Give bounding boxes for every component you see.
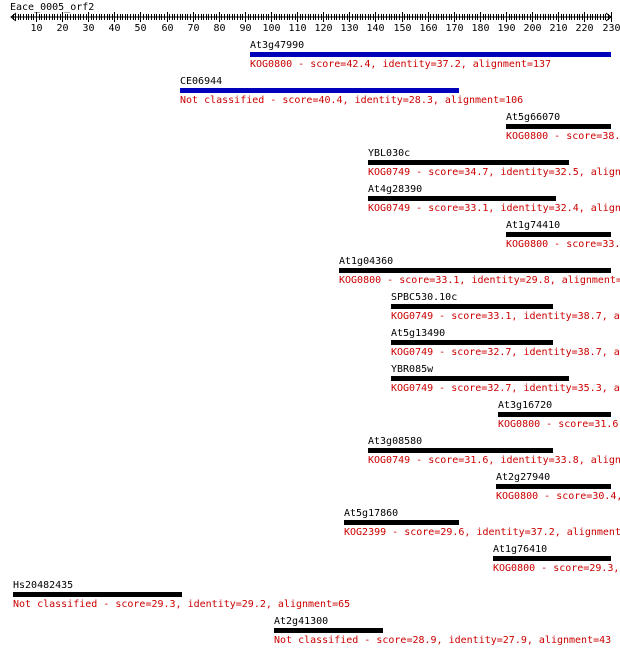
hit-description: KOG0800 - score=42.4, identity=37.2, ali… xyxy=(250,59,552,70)
hit-alignment-bar[interactable] xyxy=(506,124,611,129)
hit-alignment-bar[interactable] xyxy=(391,376,569,381)
hit-alignment-bar[interactable] xyxy=(180,88,459,93)
ruler-tick-label: 60 xyxy=(161,23,173,34)
ruler-tick-label: 150 xyxy=(393,23,411,34)
ruler-tick-label: 160 xyxy=(419,23,437,34)
hit-name[interactable]: At2g41300 xyxy=(274,616,329,627)
hit-description: KOG0800 - score=30.4, xyxy=(496,491,620,502)
hit-name[interactable]: At5g66070 xyxy=(506,112,561,123)
hit-alignment-bar[interactable] xyxy=(13,592,182,597)
ruler-tick-label: 30 xyxy=(82,23,94,34)
hit-name[interactable]: At1g76410 xyxy=(493,544,548,555)
hit-description: Not classified - score=29.3, identity=29… xyxy=(13,599,351,610)
hit-description: KOG0749 - score=32.7, identity=35.3, a xyxy=(391,383,620,394)
hit-description: Not classified - score=40.4, identity=28… xyxy=(180,95,524,106)
ruler-tick-label: 180 xyxy=(471,23,489,34)
hit-description: KOG0800 - score=29.3, xyxy=(493,563,620,574)
ruler-left-arrow-icon xyxy=(10,12,17,22)
hit-alignment-bar[interactable] xyxy=(368,448,553,453)
ruler-tick-label: 20 xyxy=(56,23,68,34)
hit-name[interactable]: At1g04360 xyxy=(339,256,394,267)
hit-alignment-bar[interactable] xyxy=(368,196,556,201)
hit-alignment-bar[interactable] xyxy=(344,520,459,525)
hit-name[interactable]: YBL030c xyxy=(368,148,411,159)
hit-alignment-bar[interactable] xyxy=(498,412,611,417)
hit-alignment-bar[interactable] xyxy=(493,556,611,561)
ruler-tick-label: 230 xyxy=(602,23,620,34)
hit-name[interactable]: YBR085w xyxy=(391,364,434,375)
hit-description: KOG0749 - score=34.7, identity=32.5, ali… xyxy=(368,167,620,178)
ruler-tick-label: 210 xyxy=(549,23,567,34)
hit-name[interactable]: At3g08580 xyxy=(368,436,423,447)
hit-description: KOG0749 - score=32.7, identity=38.7, a xyxy=(391,347,620,358)
hit-name[interactable]: At3g47990 xyxy=(250,40,305,51)
ruler-tick-label: 130 xyxy=(340,23,358,34)
hit-description: KOG0800 - score=38. xyxy=(506,131,620,142)
hit-description: KOG0800 - score=31.6, xyxy=(498,419,620,430)
ruler-tick-label: 220 xyxy=(575,23,593,34)
hit-description: KOG0800 - score=33.1, identity=29.8, ali… xyxy=(339,275,620,286)
query-name: Eace_0005_orf2 xyxy=(10,2,94,13)
hit-alignment-bar[interactable] xyxy=(391,304,553,309)
hit-alignment-bar[interactable] xyxy=(250,52,611,57)
hit-name[interactable]: At2g27940 xyxy=(496,472,551,483)
hit-description: KOG2399 - score=29.6, identity=37.2, ali… xyxy=(344,527,620,538)
ruler-tick-label: 10 xyxy=(30,23,42,34)
ruler-tick-label: 170 xyxy=(445,23,463,34)
ruler-tick-label: 140 xyxy=(366,23,384,34)
ruler-tick-label: 40 xyxy=(108,23,120,34)
ruler-tick-label: 100 xyxy=(262,23,280,34)
hit-alignment-bar[interactable] xyxy=(391,340,553,345)
hit-alignment-bar[interactable] xyxy=(496,484,611,489)
hit-name[interactable]: At4g28390 xyxy=(368,184,423,195)
hit-description: KOG0749 - score=33.1, identity=32.4, ali… xyxy=(368,203,620,214)
hit-alignment-bar[interactable] xyxy=(339,268,611,273)
ruler-tick-label: 190 xyxy=(497,23,515,34)
ruler-tick-label: 50 xyxy=(134,23,146,34)
ruler-major-ticks: 10 20 30 40 50 60 70 80 90 100 110 120 130 140 150 160 1… xyxy=(30,12,620,34)
hit-name[interactable]: At3g16720 xyxy=(498,400,553,411)
hit-description: KOG0749 - score=31.6, identity=33.8, ali… xyxy=(368,455,620,466)
ruler-tick-label: 70 xyxy=(187,23,199,34)
hit-alignment-bar[interactable] xyxy=(274,628,383,633)
hit-name[interactable]: SPBC530.10c xyxy=(391,292,458,303)
ruler-tick-label: 200 xyxy=(523,23,541,34)
hit-name[interactable]: At1g74410 xyxy=(506,220,561,231)
hit-description: Not classified - score=28.9, identity=27… xyxy=(274,635,612,646)
ruler-tick-label: 110 xyxy=(288,23,306,34)
hit-name[interactable]: At5g17860 xyxy=(344,508,399,519)
ruler-tick-label: 90 xyxy=(239,23,251,34)
hit-alignment-bar[interactable] xyxy=(506,232,611,237)
ruler-tick-label: 80 xyxy=(213,23,225,34)
hit-name[interactable]: Hs20482435 xyxy=(13,580,74,591)
hit-alignment-bar[interactable] xyxy=(368,160,569,165)
hit-name[interactable]: At5g13490 xyxy=(391,328,446,339)
hit-description: KOG0800 - score=33. xyxy=(506,239,620,250)
ruler-tick-label: 120 xyxy=(314,23,332,34)
hit-name[interactable]: CE06944 xyxy=(180,76,223,87)
hit-description: KOG0749 - score=33.1, identity=38.7, a xyxy=(391,311,620,322)
